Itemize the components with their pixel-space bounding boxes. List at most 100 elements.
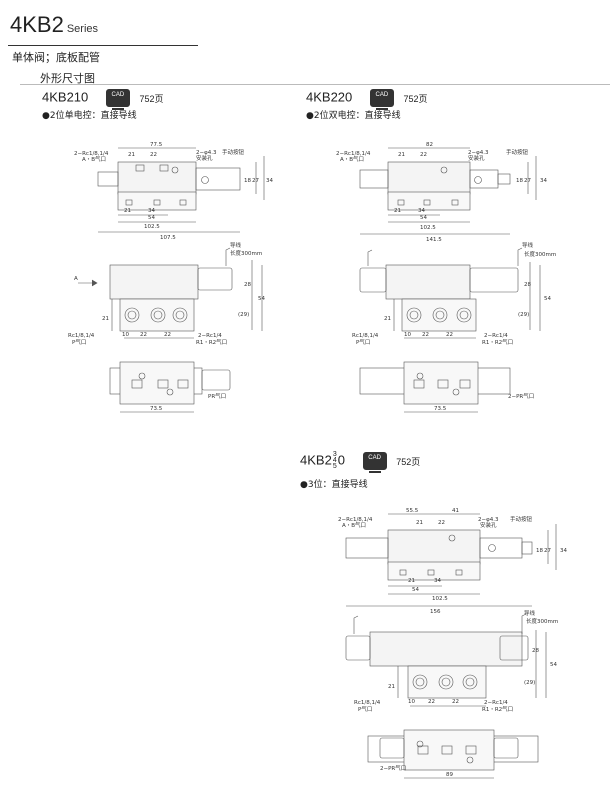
model-desc-1: ●2位单电控：直接导线 xyxy=(42,111,137,121)
dim-28: 28 xyxy=(532,648,539,654)
r-port-sub: R1・R2气口 xyxy=(482,705,513,713)
dim-54: 54 xyxy=(412,587,419,593)
ab-port-sub: A・B气口 xyxy=(82,155,106,163)
wire-len-label: 长度300mm xyxy=(524,250,556,258)
dim-22: 22 xyxy=(140,332,147,338)
page-ref-3: 752页 xyxy=(396,456,421,467)
ab-port-label: 2−Rc1/8,1/4 xyxy=(74,151,109,157)
model-name-2: 4KB220 xyxy=(306,89,353,105)
hole-sub: 安装孔 xyxy=(468,154,485,162)
dim-54: 54 xyxy=(258,296,265,302)
dim-34: 34 xyxy=(560,548,567,554)
model-name-3-prefix: 4KB2 xyxy=(300,452,332,468)
dim-82: 82 xyxy=(426,142,433,148)
dim-54: 54 xyxy=(420,215,427,221)
dim-18: 18 xyxy=(516,178,523,184)
dim-27: 27 xyxy=(252,178,259,184)
dim-21: 21 xyxy=(128,152,135,158)
dim-22: 22 xyxy=(164,332,171,338)
hole-label: 2−φ4.3 xyxy=(468,150,489,156)
drawing-4kb220-bottom xyxy=(359,361,511,413)
header-rule xyxy=(8,45,198,46)
dim-54: 54 xyxy=(550,662,557,668)
dim-73-5: 73.5 xyxy=(150,406,163,412)
dim-21: 21 xyxy=(398,152,405,158)
series-model: 4KB2 xyxy=(10,12,64,37)
dim-54: 54 xyxy=(544,296,551,302)
dim-34: 34 xyxy=(540,178,547,184)
drawing-4kb210-top xyxy=(97,147,265,233)
dim-29: (29) xyxy=(524,680,535,686)
ab-port-sub: A・B气口 xyxy=(342,521,366,529)
dim-10: 10 xyxy=(404,332,411,338)
dim-29: (29) xyxy=(518,312,529,318)
cad-icon[interactable]: CAD xyxy=(362,452,387,473)
r-port-label: 2−Rc1/4 xyxy=(198,333,222,339)
dim-21: 21 xyxy=(388,684,395,690)
dim-10: 10 xyxy=(408,699,415,705)
drawing-4kb2x0-bottom xyxy=(367,729,539,779)
drawing-4kb210-bottom xyxy=(109,361,231,413)
manual-label: 手动按钮 xyxy=(506,148,529,156)
dim-21: 21 xyxy=(102,316,109,322)
p-port-label: Rc1/8,1/4 xyxy=(352,333,379,339)
arrow-a-label: A xyxy=(74,276,78,282)
dim-156: 156 xyxy=(430,609,441,615)
dim-22: 22 xyxy=(420,152,427,158)
dim-41: 41 xyxy=(452,508,459,514)
ab-port-label: 2−Rc1/8,1/4 xyxy=(336,151,371,157)
hole-label: 2−φ4.3 xyxy=(196,150,217,156)
manual-label: 手动按钮 xyxy=(510,515,533,523)
series-word: Series xyxy=(66,23,99,35)
dim-73-5: 73.5 xyxy=(434,406,447,412)
dim-89: 89 xyxy=(446,772,453,778)
dim-34: 34 xyxy=(434,578,441,584)
dim-55-5: 55.5 xyxy=(406,508,419,514)
dim-21: 21 xyxy=(124,208,131,214)
cad-icon[interactable]: CAD xyxy=(105,89,130,110)
r-port-label: 2−Rc1/4 xyxy=(484,700,508,706)
model-name-3-suffix: 0 xyxy=(337,452,345,468)
dim-22: 22 xyxy=(150,152,157,158)
wire-label: 导线 xyxy=(522,241,534,249)
dim-102-5: 102.5 xyxy=(420,225,436,231)
dim-22: 22 xyxy=(438,520,445,526)
wire-label: 导线 xyxy=(230,241,242,249)
dim-21: 21 xyxy=(408,578,415,584)
p-port-sub: P气口 xyxy=(358,705,372,713)
drawing-4kb2x0-top xyxy=(345,513,557,607)
pr-port-label: 2−PR气口 xyxy=(508,392,534,400)
section-title: 外形尺寸图 xyxy=(40,72,95,85)
pr-port-label: PR气口 xyxy=(208,392,226,400)
p-port-label: Rc1/8,1/4 xyxy=(354,700,381,706)
drawing-4kb2x0-front xyxy=(345,613,547,707)
ab-port-sub: A・B气口 xyxy=(340,155,364,163)
wire-len-label: 长度300mm xyxy=(230,249,262,257)
pr-port-label: 2−PR气口 xyxy=(380,764,406,772)
manual-label: 手动按钮 xyxy=(222,148,245,156)
r-port-sub: R1・R2气口 xyxy=(482,338,513,346)
dim-34: 34 xyxy=(148,208,155,214)
hole-sub: 安装孔 xyxy=(196,154,213,162)
p-port-sub: P气口 xyxy=(72,338,86,346)
dim-21: 21 xyxy=(394,208,401,214)
drawing-4kb210-front xyxy=(78,247,263,339)
cad-icon[interactable]: CAD xyxy=(369,89,394,110)
drawing-4kb220-top xyxy=(359,147,537,235)
p-port-sub: P气口 xyxy=(356,338,370,346)
ab-port-label: 2−Rc1/8,1/4 xyxy=(338,517,373,523)
wire-len-label: 长度300mm xyxy=(526,617,558,625)
model-desc-2: ●2位双电控：直接导线 xyxy=(306,111,401,121)
dim-54: 54 xyxy=(148,215,155,221)
dim-29: (29) xyxy=(238,312,249,318)
p-port-label: Rc1/8,1/4 xyxy=(68,333,95,339)
dim-102-5: 102.5 xyxy=(144,224,160,230)
model-name-1: 4KB210 xyxy=(42,89,89,105)
dim-28: 28 xyxy=(524,282,531,288)
dim-77-5: 77.5 xyxy=(150,142,163,148)
subtitle: 单体阀；底板配管 xyxy=(12,51,100,64)
